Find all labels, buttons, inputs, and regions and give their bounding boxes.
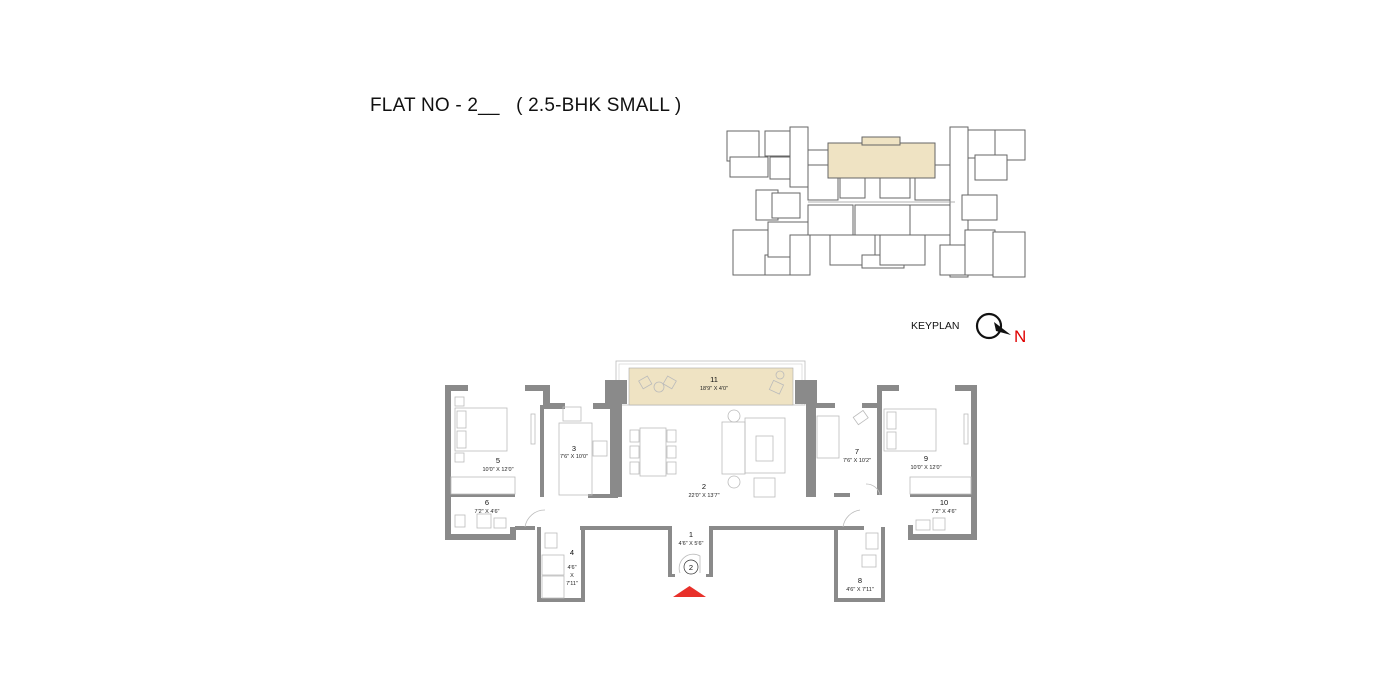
room-1: 1 4'6" X 5'6" [679, 530, 704, 547]
svg-text:4'6" X 7'11": 4'6" X 7'11" [846, 587, 874, 593]
compass-icon [975, 312, 1011, 340]
svg-text:4'6": 4'6" [567, 565, 576, 571]
svg-text:4'6" X 5'6": 4'6" X 5'6" [679, 541, 704, 547]
svg-text:7'2" X 4'6": 7'2" X 4'6" [932, 509, 957, 515]
walls [445, 380, 977, 602]
svg-text:7: 7 [855, 447, 859, 456]
north-label: N [1014, 327, 1027, 346]
svg-text:10'0" X 12'0": 10'0" X 12'0" [482, 467, 513, 473]
svg-text:X: X [570, 573, 574, 579]
entry-door-number: 2 [689, 563, 693, 572]
room-4: 4 4'6" X 7'11" [566, 548, 578, 587]
balcony-11 [615, 360, 806, 406]
svg-text:10'0" X 12'0": 10'0" X 12'0" [910, 465, 941, 471]
svg-text:7'2" X 4'6": 7'2" X 4'6" [475, 509, 500, 515]
svg-text:7'6" X 10'0": 7'6" X 10'0" [560, 454, 588, 460]
page-title: FLAT NO - 2__ ( 2.5-BHK SMALL ) [370, 95, 682, 116]
entrance-arrow-icon [673, 586, 706, 597]
room-3: 37'6" X 10'0" [560, 444, 588, 460]
svg-text:10: 10 [940, 498, 948, 507]
svg-text:7'6" X 10'2": 7'6" X 10'2" [843, 458, 871, 464]
keyplan [726, 126, 1026, 278]
entry-door-marker [683, 559, 699, 575]
svg-text:4: 4 [570, 548, 574, 557]
svg-text:22'0" X 13'7": 22'0" X 13'7" [688, 493, 719, 499]
svg-text:2: 2 [702, 482, 706, 491]
svg-text:11: 11 [710, 375, 718, 384]
room-10: 10 7'2" X 4'6" [932, 498, 957, 515]
room-2: 2 22'0" X 13'7" [688, 482, 719, 499]
svg-text:7'11": 7'11" [566, 581, 578, 587]
svg-text:6: 6 [485, 498, 489, 507]
room-5: 5 10'0" X 12'0" [482, 456, 513, 473]
room-7: 7 7'6" X 10'2" [843, 447, 871, 464]
room-6: 6 7'2" X 4'6" [475, 498, 500, 515]
svg-text:9: 9 [924, 454, 928, 463]
svg-text:1: 1 [689, 530, 693, 539]
svg-text:8: 8 [858, 576, 862, 585]
svg-text:18'9" X 4'0": 18'9" X 4'0" [700, 386, 728, 392]
svg-text:3: 3 [572, 444, 576, 453]
svg-text:5: 5 [496, 456, 500, 465]
room-8: 8 4'6" X 7'11" [846, 576, 874, 593]
room-11: 11 18'9" X 4'0" [700, 375, 728, 392]
room-9: 9 10'0" X 12'0" [910, 454, 941, 471]
furniture [450, 396, 972, 599]
keyplan-label: KEYPLAN [911, 320, 960, 332]
